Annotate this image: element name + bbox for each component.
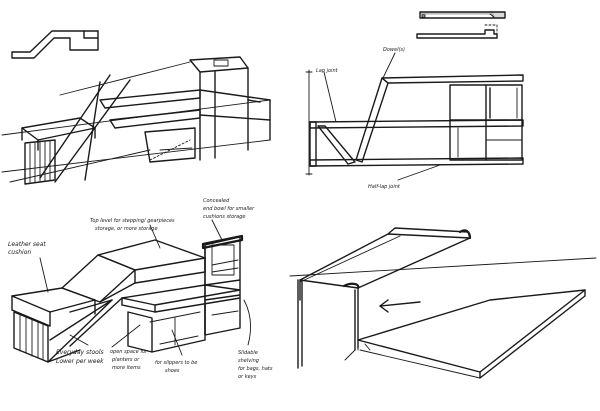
label-cushion-storage: cushions storage (203, 214, 246, 220)
label-shoes: shoes (165, 368, 180, 374)
frame-elevation-sketch (305, 52, 524, 181)
sliding-shelf-sketch (289, 227, 597, 379)
joint-detail-sketch (416, 11, 506, 39)
label-everyday-stools: Everyday stools (56, 349, 104, 356)
label-bags-hats: for bags, hats (238, 366, 273, 372)
label-top-storage: storage, or more storage (95, 226, 158, 232)
label-planters: planters or (111, 357, 140, 363)
label-end-bowl: end bowl for smaller (203, 206, 255, 212)
profile-thumbnail (11, 30, 99, 59)
label-lap-joint: Lap joint (316, 68, 339, 74)
label-top-level: Top level for stepping/ gearpieces (90, 218, 175, 224)
label-concealed: Concealed (203, 198, 230, 204)
label-half-lap-joint: Half-lap joint (368, 184, 401, 190)
label-more-items: more items (112, 365, 141, 371)
bench-perspective-sketch (1, 56, 271, 185)
label-slidable: Slidable (238, 350, 258, 356)
annotated-bench-sketch (11, 219, 252, 363)
label-leather-seat: Leather seat (8, 241, 46, 248)
label-slippers: for slippers to be (155, 360, 197, 366)
label-lower-per-week: Lower per week (56, 358, 104, 365)
label-open-space: open space for (110, 349, 148, 355)
label-keys: or keys (238, 374, 257, 380)
label-dowel: Dowel(s) (383, 47, 405, 53)
label-cushion: cushion (8, 249, 31, 256)
label-shelving: shelving (238, 358, 259, 364)
